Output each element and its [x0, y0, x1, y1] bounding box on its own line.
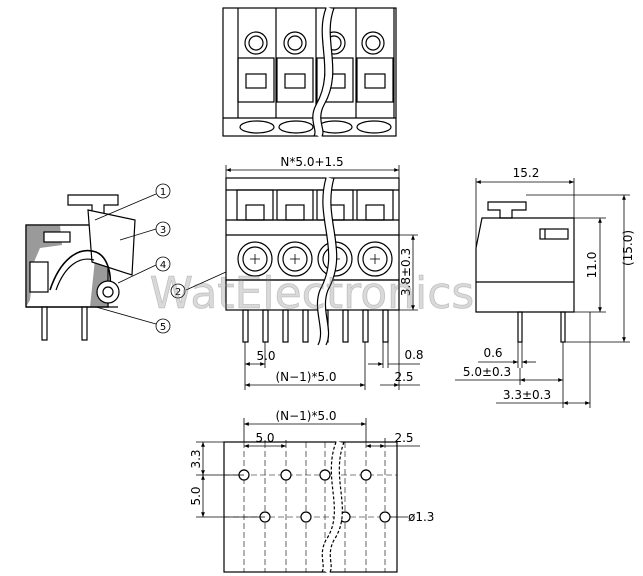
- callout-2: 2: [175, 287, 181, 298]
- footprint-dimensions: [196, 418, 420, 518]
- callout-5: 5: [160, 322, 166, 333]
- break-line: [320, 7, 335, 137]
- side-total-height: (15.0): [621, 230, 635, 266]
- footprint-row-spacing: 5.0: [189, 486, 203, 505]
- front-top-dimension: N*5.0+1.5: [280, 155, 343, 169]
- callout-4: 4: [160, 260, 166, 271]
- top-view: [222, 6, 397, 138]
- section-view-callouts: [94, 183, 227, 334]
- callout-1: 1: [160, 187, 166, 198]
- top-view-levers: [237, 31, 394, 103]
- front-view: [225, 177, 400, 347]
- watermark: WatElectronics: [150, 268, 475, 319]
- side-view-dimensions: [455, 178, 630, 408]
- front-height-dimension: 3.8±0.3: [399, 248, 413, 296]
- front-view-dimensions: [225, 165, 420, 390]
- side-pin-spacing: 5.0±0.3: [463, 365, 511, 379]
- footprint-edge-offset: 2.5: [394, 431, 413, 445]
- front-span: (N−1)*5.0: [275, 370, 336, 384]
- side-body-height: 11.0: [585, 252, 599, 279]
- callout-3: 3: [160, 225, 166, 236]
- footprint-row-offset: 3.3: [189, 449, 203, 468]
- front-view-labels: N*5.0+1.5 3.8±0.3 5.0 (N−1)*5.0 0.8 2.5: [256, 155, 423, 384]
- side-view: [475, 201, 575, 343]
- front-pin-width: 0.8: [404, 348, 423, 362]
- footprint-view: [223, 440, 398, 574]
- section-view: [25, 194, 136, 341]
- footprint-hole-diameter: ø1.3: [408, 510, 434, 524]
- side-depth: 15.2: [513, 166, 540, 180]
- break-line: [313, 6, 334, 138]
- footprint-pitch: 5.0: [255, 431, 274, 445]
- side-pin-offset: 3.3±0.3: [503, 388, 551, 402]
- front-edge-offset: 2.5: [394, 370, 413, 384]
- side-view-labels: 15.2 11.0 (15.0) 0.6 5.0±0.3 3.3±0.3: [463, 166, 635, 402]
- callout-labels: 1 2 3 4 5: [160, 187, 181, 333]
- break-line: [312, 7, 327, 137]
- front-pitch: 5.0: [256, 349, 275, 363]
- side-pin-width: 0.6: [483, 346, 502, 360]
- footprint-span: (N−1)*5.0: [275, 409, 336, 423]
- footprint-holes: [238, 469, 391, 523]
- footprint-labels: (N−1)*5.0 5.0 2.5 3.3 5.0 ø1.3: [189, 409, 434, 524]
